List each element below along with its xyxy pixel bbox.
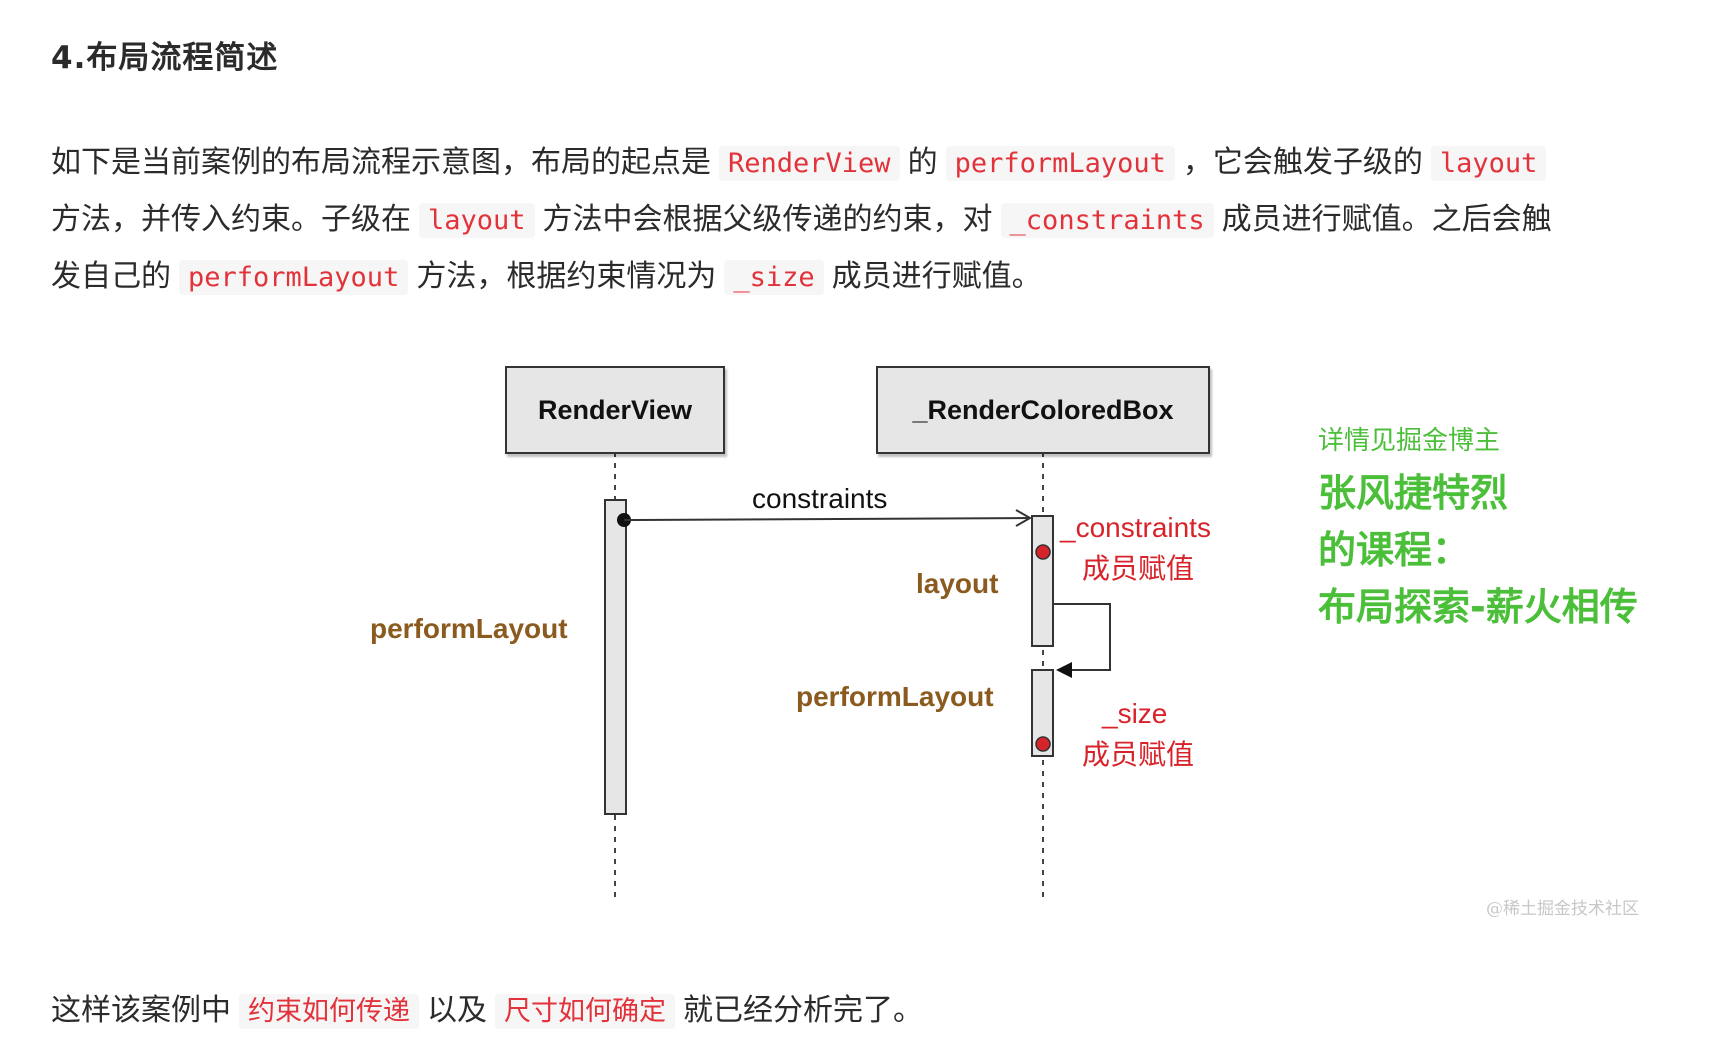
constraints-marker	[1035, 544, 1051, 560]
size-note: _size	[1102, 698, 1168, 729]
constraints-note-sub: 成员赋值	[1082, 553, 1195, 584]
section-heading: 4.布局流程简述	[51, 40, 279, 76]
text-span: 成员进行赋值。	[831, 259, 1042, 294]
constraints-note: _constraints	[1060, 512, 1211, 543]
text-span: 发自己的	[51, 259, 171, 294]
text-span: ，它会触发子级的	[1182, 145, 1423, 180]
text-span: 就已经分析完了。	[683, 993, 923, 1028]
participant-renderview: RenderView	[505, 366, 725, 454]
inline-code: _constraints	[1000, 203, 1214, 238]
constraints-arrowhead	[1015, 509, 1033, 527]
size-marker	[1035, 736, 1051, 752]
inline-code: _size	[724, 260, 824, 295]
inline-code: performLayout	[945, 146, 1175, 181]
text-span: 方法，并传入约束。子级在	[51, 202, 411, 237]
text-span: 以及	[427, 993, 487, 1028]
constraints-arrow	[623, 517, 1031, 521]
text-span: 方法，根据约束情况为	[416, 259, 717, 294]
self-call-line	[1053, 603, 1111, 671]
inline-code: layout	[419, 203, 535, 238]
left-performlayout-label: performLayout	[370, 613, 568, 644]
text-span: 方法中会根据父级传递的约束，对	[542, 202, 993, 237]
size-note-sub: 成员赋值	[1082, 739, 1195, 770]
right-performlayout-label: performLayout	[796, 681, 994, 712]
inline-tag: 约束如何传递	[239, 994, 419, 1029]
self-call-arrowhead	[1056, 662, 1072, 678]
watermark: @稀土掘金技术社区	[1486, 899, 1639, 919]
side-note-line-1: 详情见掘金博主	[1318, 426, 1501, 456]
inline-tag: 尺寸如何确定	[495, 994, 675, 1029]
side-note-line-2: 张风捷特烈	[1318, 471, 1509, 515]
side-note-line-4: 布局探索-薪火相传	[1318, 585, 1638, 629]
layout-label: layout	[916, 568, 999, 599]
text-span: 成员进行赋值。之后会触	[1221, 202, 1552, 237]
side-note: 详情见掘金博主 张风捷特烈 的课程： 布局探索-薪火相传	[1318, 420, 1638, 636]
constraints-message-label: constraints	[752, 483, 888, 514]
activation-right-1	[1031, 515, 1054, 647]
text-span: 的	[907, 145, 938, 180]
text-span: 这样该案例中	[51, 993, 231, 1028]
inline-code: layout	[1430, 146, 1547, 181]
footer-paragraph: 这样该案例中约束如何传递以及尺寸如何确定就已经分析完了。	[51, 985, 923, 1029]
side-note-line-3: 的课程：	[1318, 528, 1471, 572]
inline-code: performLayout	[179, 260, 409, 295]
inline-code: RenderView	[719, 146, 900, 181]
activation-right-2	[1031, 669, 1054, 757]
participant-rendercoloredbox: _RenderColoredBox	[876, 366, 1210, 454]
activation-left	[604, 499, 627, 815]
text-span: 如下是当前案例的布局流程示意图，布局的起点是	[51, 145, 711, 180]
